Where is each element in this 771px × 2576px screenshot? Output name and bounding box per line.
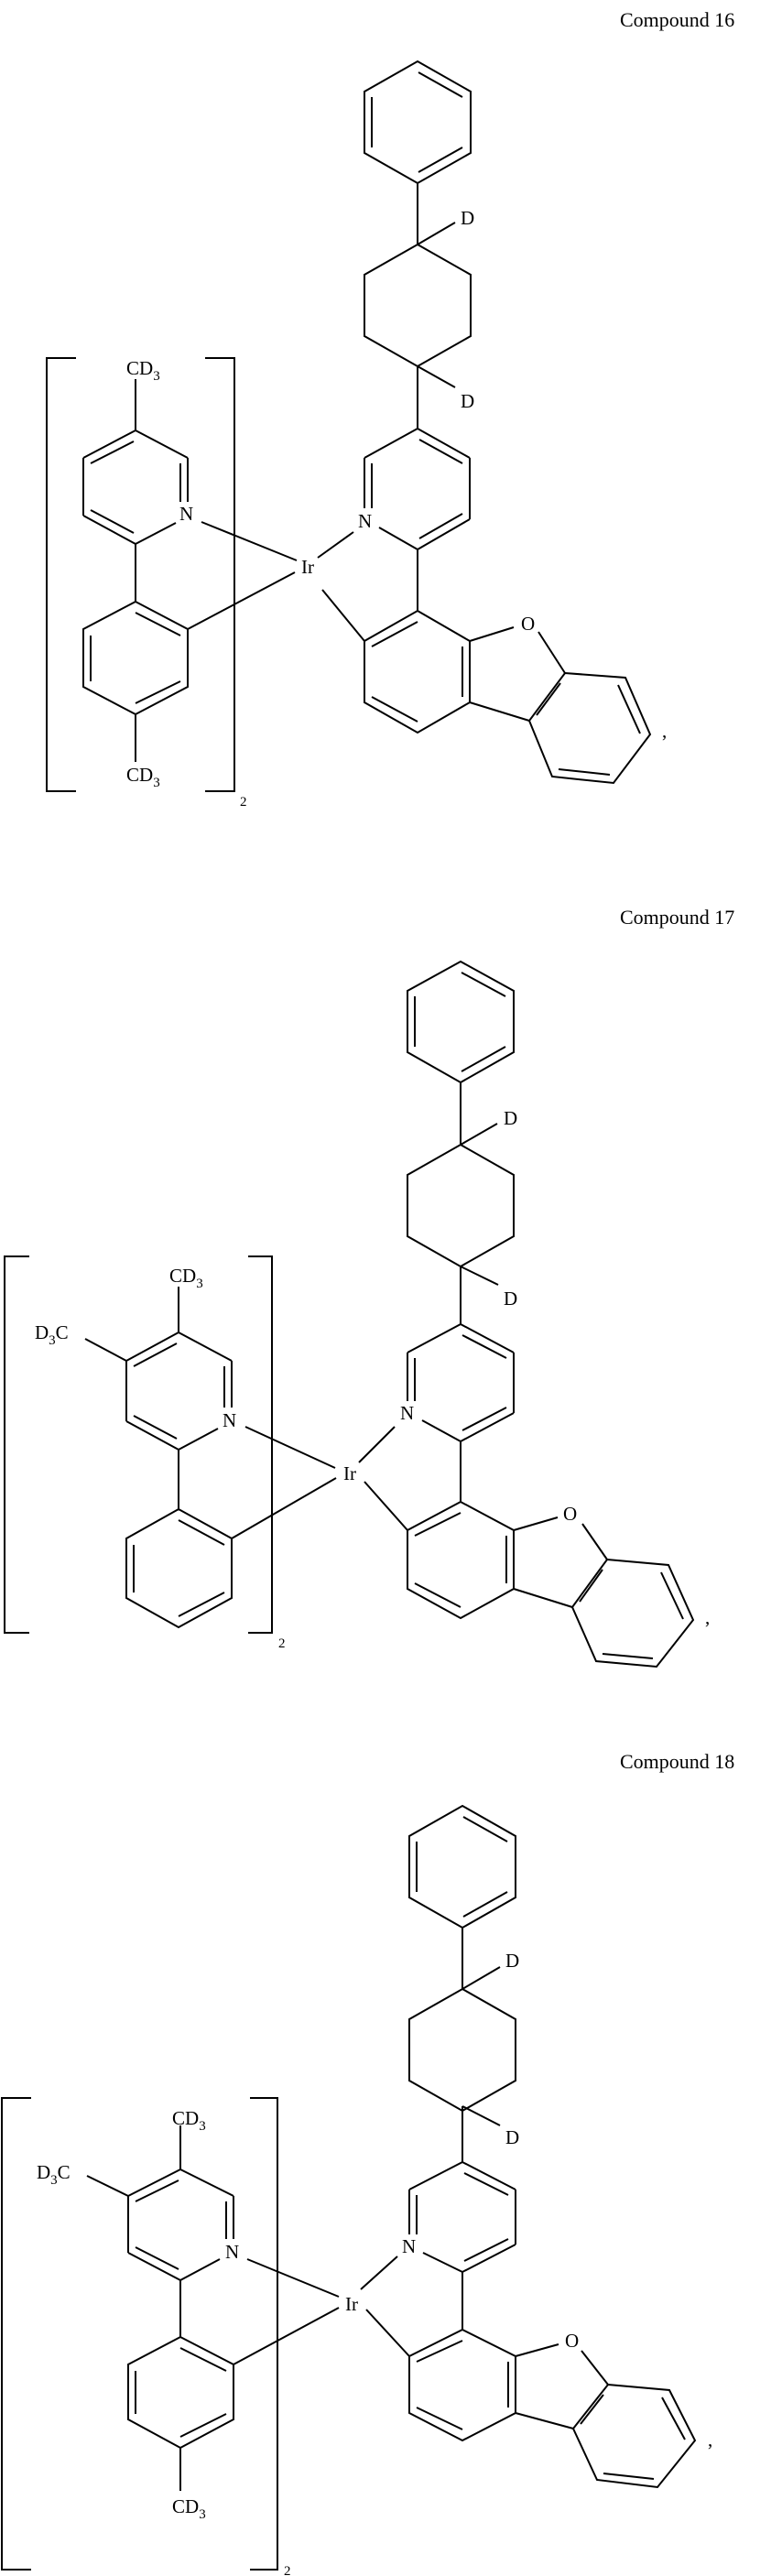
dibenzofuran-ring-b <box>571 2383 697 2489</box>
deuterium-label: D <box>505 1950 519 1972</box>
deuterium-label: D <box>504 1288 517 1310</box>
nitrogen-label: N <box>358 510 372 532</box>
cd3-label: CD3 <box>169 1265 203 1291</box>
nitrogen-label: N <box>225 2241 239 2263</box>
pyridine-ring <box>408 2161 516 2273</box>
dibenzofuran-ring-b <box>570 1558 695 1668</box>
trailing-comma: , <box>662 720 667 742</box>
pyridine-ring <box>364 428 471 550</box>
compound-title: Compound 18 <box>620 1750 734 1773</box>
compound-title: Compound 17 <box>620 906 734 929</box>
cyclohexane-ring <box>364 243 472 368</box>
iridium-label: Ir <box>343 1462 356 1484</box>
d3c-label: D3C <box>37 2161 71 2188</box>
d3c-label: D3C <box>35 1321 69 1348</box>
oxygen-label: O <box>563 1503 577 1525</box>
phenyl-ring <box>408 1804 516 1929</box>
compound-17: Compound 17 D D N <box>4 906 734 1668</box>
deuterium-label: D <box>461 390 474 412</box>
phenyl-ring <box>407 960 515 1084</box>
bracket <box>1 2097 278 2571</box>
cd3-label: CD3 <box>172 2495 206 2522</box>
iridium-label: Ir <box>345 2293 358 2315</box>
cyclohexane-ring <box>407 1143 515 1268</box>
compound-18: Compound 18 D D N <box>1 1750 734 2576</box>
compound-title: Compound 16 <box>620 8 734 31</box>
nitrogen-label: N <box>402 2235 416 2257</box>
deuterium-label: D <box>461 207 474 229</box>
phenyl-ring <box>364 60 472 185</box>
trailing-comma: , <box>708 2429 712 2451</box>
bracket-subscript: 2 <box>278 1636 286 1651</box>
deuterium-label: D <box>505 2126 519 2148</box>
ancillary-ligand: CD3 N CD3 <box>82 357 298 790</box>
dibenzofuran-ring-b <box>527 671 652 785</box>
cd3-label: CD3 <box>126 764 160 790</box>
nitrogen-label: N <box>400 1402 414 1424</box>
cd3-label: CD3 <box>126 357 160 384</box>
bracket <box>46 357 235 792</box>
nitrogen-label: N <box>179 503 193 525</box>
bracket-subscript: 2 <box>284 2564 291 2576</box>
deuterium-label: D <box>504 1107 517 1129</box>
pyridine-ring <box>407 1323 515 1442</box>
compound-16: Compound 16 D D N <box>46 8 734 810</box>
cd3-label: CD3 <box>172 2107 206 2134</box>
ancillary-ligand: CD3 D3C N CD3 <box>37 2107 340 2522</box>
oxygen-label: O <box>565 2330 579 2352</box>
dibenzofuran-ring-a <box>364 609 471 734</box>
trailing-comma: , <box>705 1606 710 1628</box>
bracket <box>4 1255 273 1634</box>
ancillary-ligand: CD3 D3C N <box>35 1265 337 1629</box>
iridium-label: Ir <box>301 556 314 578</box>
oxygen-label: O <box>521 613 535 635</box>
cyclohexane-ring <box>408 1987 516 2113</box>
dibenzofuran-ring-a <box>407 1500 515 1620</box>
nitrogen-label: N <box>223 1409 236 1431</box>
dibenzofuran-ring-a <box>408 2328 516 2442</box>
bracket-subscript: 2 <box>240 795 247 810</box>
